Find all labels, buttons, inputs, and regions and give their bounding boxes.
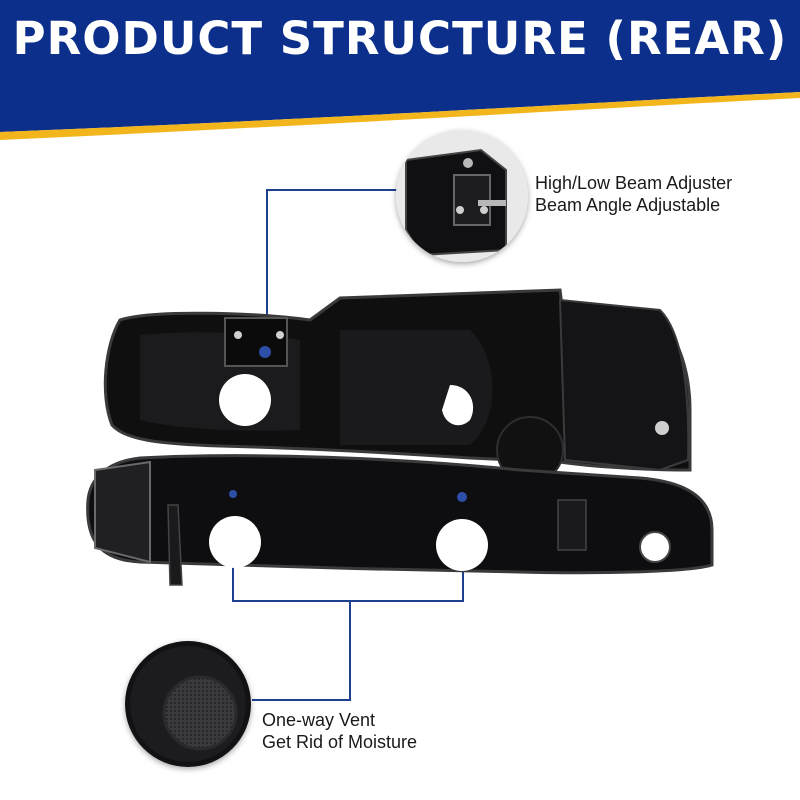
beam-adjuster-caption: High/Low Beam Adjuster Beam Angle Adjust…: [535, 172, 732, 216]
header-banner: PRODUCT STRUCTURE (REAR): [0, 0, 800, 150]
vent-caption-line2: Get Rid of Moisture: [262, 732, 418, 752]
banner-shape: [0, 0, 800, 140]
beam-adjuster-caption-line2: Beam Angle Adjustable: [535, 195, 721, 215]
vent-caption-line1: One-way Vent: [262, 710, 376, 730]
beam-adjuster-callout: [396, 130, 528, 262]
beam-adjuster-caption-line1: High/Low Beam Adjuster: [535, 173, 733, 193]
beam-adjuster-icon: [396, 130, 528, 262]
vent-caption: One-way Vent Get Rid of Moisture: [262, 709, 417, 753]
vent-mesh-icon: [125, 641, 251, 767]
vent-callout: [125, 641, 251, 767]
page-title: PRODUCT STRUCTURE (REAR): [12, 12, 788, 65]
